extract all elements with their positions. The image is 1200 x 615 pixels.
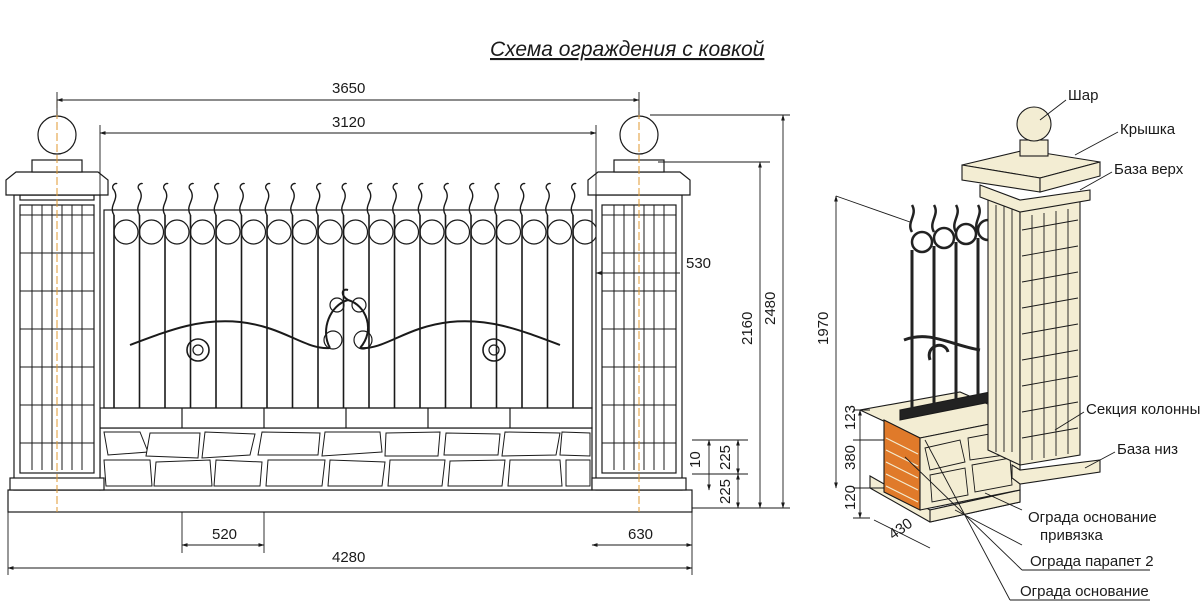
dim-630: 630 xyxy=(628,526,653,543)
stone xyxy=(384,431,441,457)
bar-finial xyxy=(239,182,246,216)
ring xyxy=(419,219,445,245)
scroll-ornament xyxy=(129,288,561,350)
ring xyxy=(368,219,394,245)
bar-finial xyxy=(494,182,501,216)
dim-225-lower: 225 xyxy=(717,479,734,504)
isometric-view xyxy=(834,99,1150,601)
ring xyxy=(240,219,267,245)
callout-fence-base-binding-line2: привязка xyxy=(1040,527,1104,544)
iron-rings xyxy=(113,219,598,245)
fence-base-strip xyxy=(7,489,693,513)
bar-finial xyxy=(188,182,195,216)
bar-finial xyxy=(417,182,424,216)
bar-finial xyxy=(468,182,475,216)
bar-finial xyxy=(111,182,118,216)
dim-3650: 3650 xyxy=(332,80,365,97)
stone xyxy=(201,431,256,459)
bar-finial xyxy=(545,182,552,216)
dim-1970: 1970 xyxy=(815,312,832,345)
iso-base-bottom xyxy=(1011,459,1101,485)
ring xyxy=(572,219,598,245)
ring xyxy=(317,219,343,245)
stone xyxy=(443,432,501,456)
dim-123: 123 xyxy=(842,405,859,430)
callout-base-bottom: База низ xyxy=(1117,441,1178,458)
stone xyxy=(501,431,561,457)
callout-fence-parapet: Ограда парапет 2 xyxy=(1030,553,1154,570)
stone xyxy=(559,431,591,457)
drawing-title: Схема ограждения с ковкой xyxy=(490,38,765,61)
dim-520: 520 xyxy=(212,526,237,543)
callout-fence-base-binding-line1: Ограда основание xyxy=(1028,509,1157,526)
ring xyxy=(291,219,318,245)
ring xyxy=(113,219,139,245)
stone xyxy=(265,459,326,487)
stone xyxy=(507,459,563,487)
stone xyxy=(145,432,201,459)
stone xyxy=(103,431,149,456)
stone xyxy=(103,459,153,487)
stone xyxy=(387,459,446,487)
left-column xyxy=(5,100,109,512)
bar-finial xyxy=(137,182,144,216)
front-elevation xyxy=(5,100,693,513)
callout-cap: Крышка xyxy=(1120,121,1176,138)
ring xyxy=(342,219,369,245)
callout-fence-base: Ограда основание xyxy=(1020,583,1149,600)
bar-finial xyxy=(290,182,297,216)
dim-380: 380 xyxy=(842,445,859,470)
iron-bars xyxy=(111,182,577,408)
bar-finial xyxy=(366,182,373,216)
bar-finial xyxy=(162,182,169,216)
stone xyxy=(257,431,321,456)
stone xyxy=(153,459,213,487)
bar-finial xyxy=(264,182,271,216)
dimension-lines-left xyxy=(7,92,790,575)
stone xyxy=(327,459,386,487)
ring xyxy=(215,219,241,245)
stone-pattern xyxy=(103,431,591,487)
bar-finial xyxy=(519,182,526,216)
stone xyxy=(565,459,591,487)
dim-530: 530 xyxy=(686,255,711,272)
ring xyxy=(189,219,216,245)
dim-10: 10 xyxy=(687,451,704,468)
bar-finial xyxy=(570,182,577,216)
ring xyxy=(266,219,292,245)
iso-dimension-lines xyxy=(834,195,931,549)
bar-finial xyxy=(213,182,220,216)
ring xyxy=(495,219,522,245)
stone xyxy=(321,431,383,457)
callout-column-section: Секция колонны xyxy=(1086,401,1200,418)
stone xyxy=(447,459,506,487)
ring xyxy=(521,219,547,245)
ring xyxy=(393,219,420,245)
iso-ball xyxy=(1016,106,1052,142)
bar-finial xyxy=(315,182,322,216)
dim-120: 120 xyxy=(842,485,859,510)
dim-4280: 4280 xyxy=(332,549,365,566)
stone xyxy=(213,459,263,487)
ring xyxy=(546,219,573,245)
iron-frame xyxy=(103,209,593,409)
ring xyxy=(164,219,190,245)
ring xyxy=(444,219,471,245)
bar-finial xyxy=(341,182,348,216)
callout-leaders xyxy=(904,99,1150,601)
ring xyxy=(138,219,165,245)
dim-3120: 3120 xyxy=(332,114,365,131)
ring xyxy=(470,219,496,245)
callout-base-top: База верх xyxy=(1114,161,1184,178)
bar-finial xyxy=(392,182,399,216)
dim-225-upper: 225 xyxy=(717,445,734,470)
bar-finial xyxy=(443,182,450,216)
right-column xyxy=(587,100,691,512)
dim-2480: 2480 xyxy=(762,292,779,325)
callout-ball: Шар xyxy=(1068,87,1098,104)
dim-2160: 2160 xyxy=(739,312,756,345)
